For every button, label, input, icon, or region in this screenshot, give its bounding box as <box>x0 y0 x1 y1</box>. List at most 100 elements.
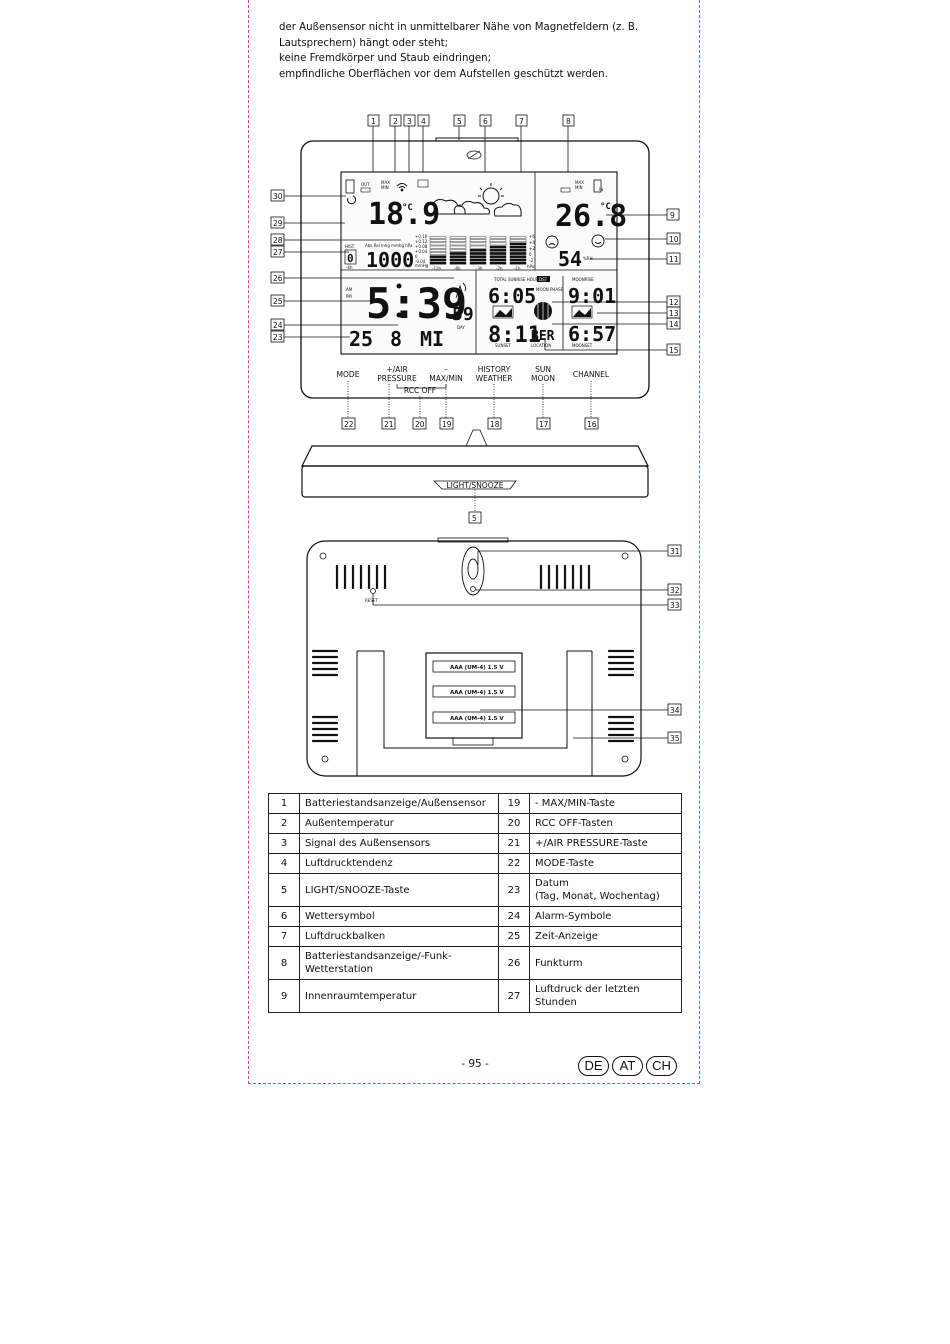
moon-icon <box>534 302 552 320</box>
pressure-bar-segment <box>449 239 467 243</box>
day-label: DAY <box>457 325 465 330</box>
pressure-bar-segment <box>469 258 487 262</box>
callout-29: 29 <box>273 219 283 228</box>
scale-left-1: +0.12 <box>415 239 428 244</box>
table-cell-n1: 6 <box>268 906 300 927</box>
callout-5: 5 <box>457 117 462 126</box>
battery-label-2: AAA (UM-4) 1.5 V <box>450 690 504 696</box>
callout-9: 9 <box>670 211 675 220</box>
callout-13: 13 <box>669 309 679 318</box>
callout-2: 2 <box>393 117 398 126</box>
pressure-bar-segment <box>429 239 447 243</box>
screw-icon <box>319 552 629 763</box>
pm-label: PM <box>346 294 352 299</box>
callout-31: 31 <box>670 547 680 556</box>
mode-button[interactable]: MODE <box>337 370 360 379</box>
pressure-bar-segment <box>469 248 487 252</box>
table-cell-t2: Zeit-Anzeige <box>529 926 682 947</box>
table-cell-t1: Wettersymbol <box>299 906 499 927</box>
callout-18: 18 <box>490 420 500 429</box>
alarm-icon <box>396 283 402 318</box>
outdoor-sensor-icon <box>345 179 355 194</box>
maxmin-button-line1[interactable]: – <box>444 365 448 374</box>
weekday: MI <box>420 327 444 351</box>
scale-left-3: +0.04 <box>415 249 428 254</box>
callout-33: 33 <box>670 601 680 610</box>
pressure-bar-segment <box>449 236 467 239</box>
table-cell-n1: 1 <box>268 793 300 814</box>
pressure-bar-segment <box>489 255 507 259</box>
callout-8: 8 <box>566 117 571 126</box>
scale-right-1: +4 <box>529 240 535 245</box>
language-badge-de: DE <box>578 1056 609 1076</box>
moonrise-time: 9:01 <box>568 284 616 308</box>
sunrise-time: 6:05 <box>488 284 536 308</box>
language-badges: DE AT CH <box>578 1056 677 1076</box>
callout-3: 3 <box>407 117 412 126</box>
callout-17: 17 <box>539 420 549 429</box>
language-badge-at: AT <box>612 1056 643 1076</box>
page-frame <box>248 0 700 1084</box>
bar-label-2: -3h <box>476 266 483 271</box>
callout-22: 22 <box>344 420 354 429</box>
maxmin-button-line2[interactable]: MAX/MIN <box>429 374 463 383</box>
pressure-bar-segment <box>449 252 467 255</box>
table-cell-n1: 4 <box>268 853 300 874</box>
weather-symbol-icon <box>424 183 522 217</box>
pressure-bar-segment <box>429 255 447 259</box>
humidity-value: 54 <box>558 247 582 271</box>
rcc-off-button[interactable]: RCC OFF <box>404 386 436 395</box>
bottom-callouts <box>341 381 599 430</box>
air-pressure-button-line2[interactable]: PRESSURE <box>377 374 417 383</box>
table-cell-t1: Luftdruckbalken <box>299 926 499 947</box>
table-cell-n1: 9 <box>268 979 300 1013</box>
right-callouts <box>544 208 681 356</box>
hpa-unit: hPa <box>527 264 535 269</box>
callout-28: 28 <box>273 236 283 245</box>
pressure-bar-segment <box>489 258 507 262</box>
bar-label-4: -1h <box>514 266 521 271</box>
history-weather-button-line1[interactable]: HISTORY <box>478 365 511 374</box>
battery-label-3: AAA (UM-4) 1.5 V <box>450 716 504 722</box>
house-icon <box>593 179 602 193</box>
in-max-label: MAX <box>575 180 584 185</box>
pressure-bar-segment <box>449 242 467 246</box>
date-day: 25 <box>349 327 373 351</box>
sun-moon-button-line2[interactable]: MOON <box>531 374 555 383</box>
vent-slots <box>311 564 635 743</box>
table-cell-n2: 19 <box>498 793 530 814</box>
channel-button[interactable]: CHANNEL <box>573 370 610 379</box>
bar-label-3: -2h <box>496 266 503 271</box>
sunset-icon <box>492 305 514 319</box>
callout-24: 24 <box>273 321 283 330</box>
history-weather-button-line2[interactable]: WEATHER <box>476 374 513 383</box>
callout-19: 19 <box>442 420 452 429</box>
back-callouts <box>372 544 682 744</box>
pressure-bar-segment <box>489 245 507 249</box>
reset-button[interactable]: RESET <box>365 598 378 603</box>
sad-face-icon <box>545 235 559 249</box>
pressure-bar-segment <box>449 245 467 249</box>
table-cell-n2: 25 <box>498 926 530 947</box>
pressure-bar-segment <box>429 252 447 255</box>
outdoor-temp-unit: °C <box>402 203 413 213</box>
sun-moon-button-line1[interactable]: SUN <box>535 365 551 374</box>
air-pressure-button-line1[interactable]: +/AIR <box>386 365 407 374</box>
device-back-view <box>306 537 642 777</box>
bar-unit: mmHg <box>415 263 429 268</box>
max-label: MAX <box>381 180 390 185</box>
light-snooze-button[interactable]: LIGHT/SNOOZE <box>446 481 503 490</box>
callout-25: 25 <box>273 297 283 306</box>
refresh-icon <box>347 195 357 205</box>
indoor-temp-unit: °C <box>600 202 611 212</box>
pressure-bar-segment <box>489 248 507 252</box>
scale-right-4: -2 <box>529 258 533 263</box>
pressure-trend-icon <box>417 179 429 188</box>
pressure-bar-segment <box>429 242 447 246</box>
